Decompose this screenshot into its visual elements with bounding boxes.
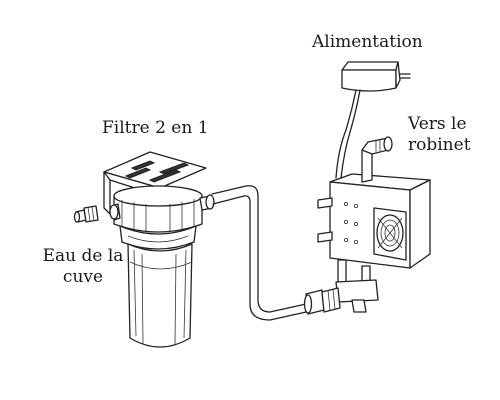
tank-water-label: Eau de la cuve (38, 246, 128, 288)
to-tap-label: Vers le robinet (408, 114, 471, 156)
controller-unit (303, 136, 431, 315)
to-tap-label-line1: Vers le (408, 114, 467, 134)
inlet-fitting (73, 205, 99, 223)
power-supply-label: Alimentation (312, 32, 423, 52)
tank-water-label-line2: cuve (62, 267, 104, 287)
power-adapter (335, 61, 411, 179)
filter-unit (103, 151, 215, 348)
to-tap-label-line2: robinet (408, 135, 471, 155)
tank-water-label-line1: Eau de la (42, 246, 124, 266)
connecting-hose (211, 185, 307, 321)
filter-label: Filtre 2 en 1 (102, 118, 209, 138)
